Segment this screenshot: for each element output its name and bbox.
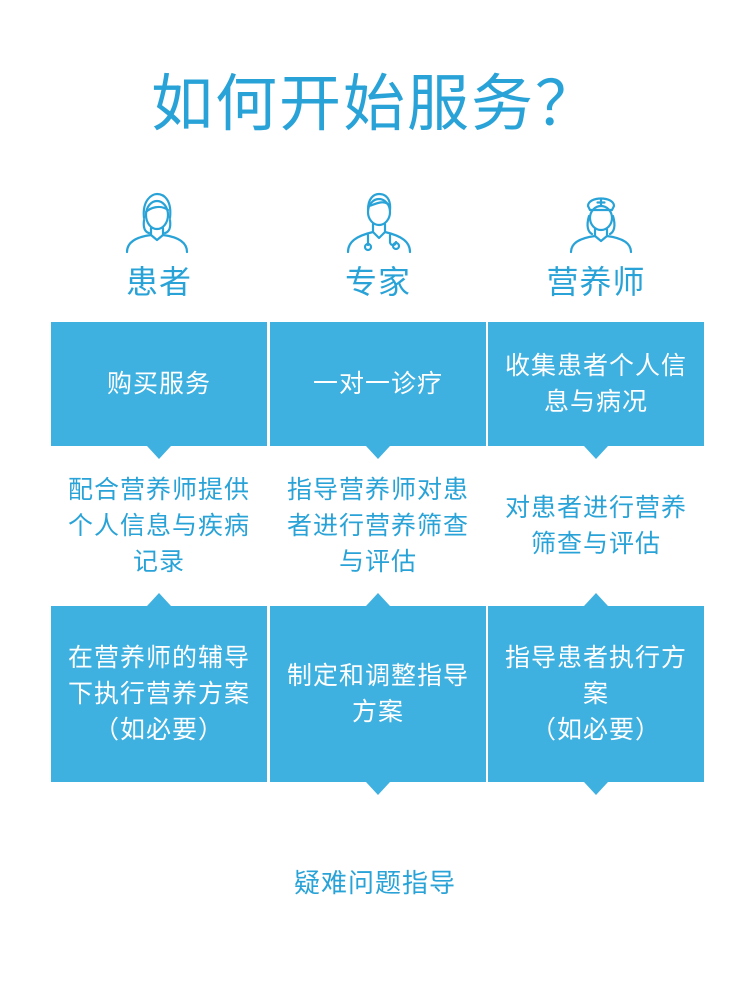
step-patient-2: 配合营养师提供个人信息与疾病记录 <box>67 475 250 576</box>
arrow-up-icon <box>147 593 171 606</box>
step-dietitian-1: 收集患者个人信息与病况 <box>488 322 704 446</box>
step-doctor-1: 一对一诊疗 <box>270 322 486 446</box>
arrow-down-icon <box>366 782 390 795</box>
patient-icon <box>122 190 192 254</box>
page-title: 如何开始服务？ <box>150 67 599 140</box>
arrow-down-icon <box>584 782 608 795</box>
column-label-dietitian: 营养师 <box>546 263 646 301</box>
step-doctor-3: 制定和调整指导方案 <box>270 606 486 782</box>
column-label-patient: 患者 <box>125 263 192 301</box>
arrow-down-icon <box>366 446 390 459</box>
arrow-up-icon <box>584 593 608 606</box>
arrow-down-icon <box>584 446 608 459</box>
footer-label: 疑难问题指导 <box>293 869 456 899</box>
arrow-up-icon <box>366 593 390 606</box>
step-dietitian-3: 指导患者执行方案 （如必要） <box>488 606 704 782</box>
step-patient-3: 在营养师的辅导下执行营养方案 （如必要） <box>51 606 267 782</box>
column-label-doctor: 专家 <box>344 263 411 301</box>
step-patient-1: 购买服务 <box>51 322 267 446</box>
step-doctor-2: 指导营养师对患者进行营养筛查与评估 <box>286 475 469 576</box>
doctor-icon <box>344 190 414 254</box>
step-dietitian-2: 对患者进行营养筛查与评估 <box>504 493 687 558</box>
nurse-icon <box>566 190 636 254</box>
arrow-down-icon <box>147 446 171 459</box>
